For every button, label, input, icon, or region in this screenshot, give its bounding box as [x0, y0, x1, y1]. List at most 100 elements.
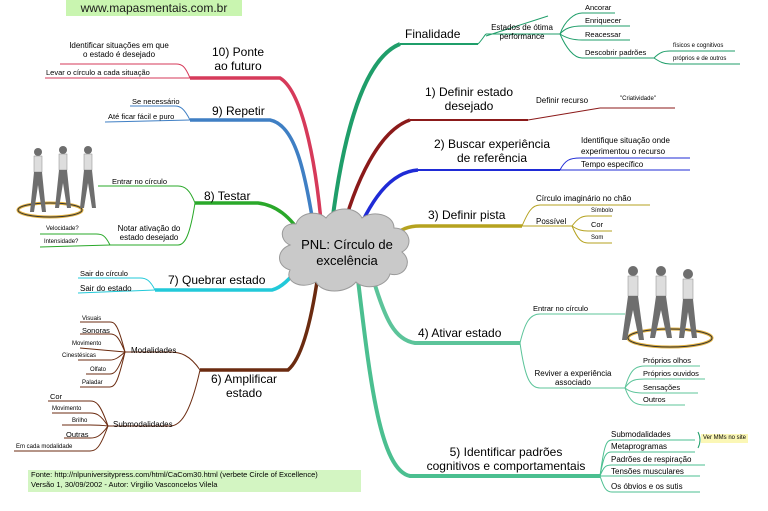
branch-title-7: 7) Quebrar estado [168, 273, 266, 287]
leaf-experimentou-recurso: experimentou o recurso [581, 147, 666, 156]
leaf-identificar-line1: Identificar situações em que [69, 41, 169, 50]
leaf-sensacoes: Sensações [643, 383, 681, 392]
leaf-intensidade: Intensidade? [44, 239, 79, 245]
leaf-olfato: Olfato [90, 367, 107, 373]
leaf-reacessar: Reacessar [585, 30, 621, 39]
leaf-enriquecer: Enriquecer [585, 16, 622, 25]
leaf-outros-4: Outros [643, 395, 666, 404]
leaf-fisicos-cognitivos: físicos e cognitivos [673, 43, 724, 49]
leaf-levar-circulo: Levar o círculo a cada situação [46, 68, 150, 77]
leaf-submodalidades-5: Submodalidades [611, 430, 671, 439]
leaf-reviver-line1: Reviver a experiência [534, 369, 612, 378]
central-topic-line2: excelência [316, 253, 378, 268]
branch-title-3: 3) Definir pista [428, 208, 506, 222]
branch-title-5-line1: 5) Identificar padrões [449, 445, 563, 459]
leaf-notar-line1: Notar ativação do [117, 224, 181, 233]
leaf-identificar-line2: o estado é desejado [82, 50, 156, 60]
leaf-identificar-situacoes: Identificar situações em que o estado é … [58, 41, 180, 59]
leaf-cor-6: Cor [50, 392, 63, 401]
leaf-modalidades: Modalidades [131, 346, 177, 355]
leaf-submodalidades-6: Submodalidades [113, 420, 173, 429]
leaf-visuais: Visuais [82, 316, 102, 322]
leaf-som: Som [591, 235, 604, 241]
branch-title-5: 5) Identificar padrões cognitivos e comp… [414, 445, 598, 474]
leaf-simbolo: Símbolo [591, 208, 614, 214]
branch-title-6-line1: 6) Amplificar [210, 372, 278, 386]
branch-5-lines [356, 279, 705, 493]
branch-title-6-line2: estado [225, 385, 263, 400]
branch-title-9: 9) Repetir [212, 104, 265, 118]
leaf-outras: Outras [66, 430, 89, 439]
branch-finalidade-lines [328, 12, 740, 241]
central-topic-line1: PNL: Círculo de [301, 237, 393, 252]
leaf-entrar-circulo-8: Entrar no círculo [112, 177, 168, 186]
branch-title-1-line1: 1) Definir estado [424, 85, 514, 99]
leaf-sonoras: Sonoras [82, 326, 110, 335]
central-topic: PNL: Círculo de excelência [282, 237, 412, 269]
branch-title-10: 10) Ponte ao futuro [196, 45, 280, 74]
footer-credits: Fonte: http://nlpuniversitypress.com/htm… [28, 470, 361, 492]
leaf-identifique-situacao: Identifique situação onde [581, 136, 670, 145]
branch-title-2-line1: 2) Buscar experiência [433, 137, 551, 151]
leaf-movimento-mod: Movimento [72, 341, 102, 347]
people-figures-testar [16, 146, 96, 219]
finalidade-sub-line2: performance [499, 32, 545, 42]
site-url[interactable]: www.mapasmentais.com.br [66, 0, 242, 16]
branch-title-1-line2: desejado [444, 98, 494, 113]
leaf-brilho: Brilho [72, 418, 88, 424]
leaf-criatividade: "Criatividade" [620, 96, 656, 102]
leaf-proprios-ouvidos: Próprios ouvidos [643, 369, 699, 378]
leaf-velocidade: Velocidade? [46, 226, 79, 232]
leaf-sair-estado: Sair do estado [80, 284, 132, 293]
leaf-padroes-respiracao: Padrões de respiração [611, 455, 692, 464]
central-cloud [279, 208, 410, 292]
leaf-possivel: Possível [536, 217, 567, 226]
branch-title-6: 6) Amplificar estado [200, 372, 288, 401]
finalidade-sub: Estados de ótima performance [480, 23, 564, 41]
branch-4-lines [370, 274, 705, 406]
leaf-tensoes-musculares: Tensões musculares [611, 467, 684, 476]
leaf-proprios-outros: próprios e de outros [673, 56, 727, 62]
branch-10-lines [45, 63, 324, 233]
branch-title-10-line1: 10) Ponte [211, 45, 265, 59]
leaf-obvios-sutis: Os óbvios e os sutis [611, 482, 683, 491]
leaf-descobrir-padroes: Descobrir padrões [585, 48, 647, 57]
branch-3-lines [388, 204, 650, 244]
leaf-notar-line2: estado desejado [119, 233, 179, 243]
leaf-reviver-line2: associado [554, 378, 592, 388]
leaf-tempo-especifico: Tempo específico [581, 160, 644, 169]
leaf-se-necessario: Se necessário [132, 97, 180, 106]
leaf-ancorar: Ancorar [585, 3, 612, 12]
branch-title-5-line2: cognitivos e comportamentais [426, 458, 586, 473]
note-ver-mms: Ver MMs no site [701, 434, 749, 443]
leaf-cor: Cor [591, 220, 604, 229]
leaf-cinestesicas: Cinestésicas [62, 353, 97, 359]
branch-6-lines [14, 274, 320, 452]
leaf-sair-circulo: Sair do círculo [80, 269, 128, 278]
branch-title-4: 4) Ativar estado [418, 326, 502, 340]
leaf-paladar: Paladar [82, 380, 103, 386]
branch-title-1: 1) Definir estado desejado [410, 85, 528, 114]
leaf-ate-ficar-facil: Até ficar fácil e puro [108, 112, 175, 121]
leaf-entrar-circulo-4: Entrar no círculo [533, 304, 589, 313]
leaf-definir-recurso: Definir recurso [536, 96, 589, 105]
leaf-notar-ativacao: Notar ativação do estado desejado [104, 224, 194, 242]
finalidade-sub-line1: Estados de ótima [491, 23, 553, 32]
branch-title-2: 2) Buscar experiência de referência [420, 137, 564, 166]
branch-9-lines [104, 105, 317, 236]
leaf-proprios-olhos: Próprios olhos [643, 356, 691, 365]
leaf-movimento-sub: Movimento [52, 406, 82, 412]
branch-title-8: 8) Testar [204, 189, 251, 203]
branch-title-2-line2: de referência [456, 150, 528, 165]
leaf-metaprogramas: Metaprogramas [611, 442, 668, 451]
leaf-circulo-imaginario: Círculo imaginário no chão [536, 194, 632, 203]
branch-title-10-line2: ao futuro [214, 58, 262, 73]
footer-source: Fonte: http://nlpuniversitypress.com/htm… [31, 470, 318, 479]
leaf-reviver-experiencia: Reviver a experiência associado [524, 369, 622, 387]
branch-title-finalidade: Finalidade [405, 27, 461, 41]
leaf-em-cada-modalidade: Em cada modalidade [16, 444, 73, 450]
people-figures-ativar [622, 266, 714, 349]
footer-version: Versão 1, 30/09/2002 - Autor: Virgilio V… [31, 480, 218, 489]
